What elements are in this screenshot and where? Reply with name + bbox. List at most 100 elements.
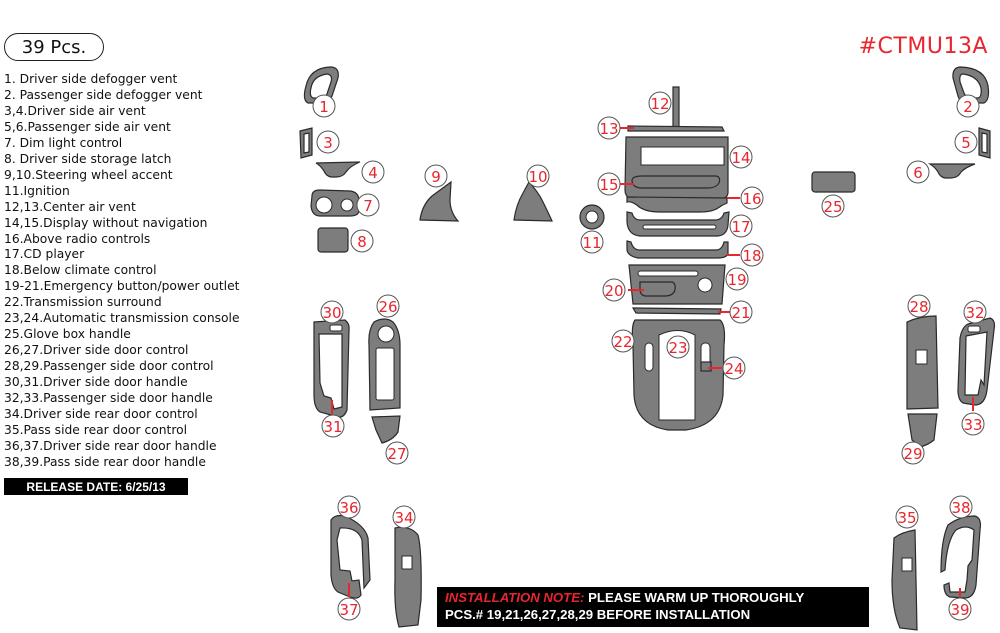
callout-number: 14 (731, 149, 750, 167)
callout-number: 33 (963, 416, 982, 434)
legend-item: 30,31.Driver side door handle (4, 375, 188, 390)
callout-circle (597, 116, 621, 140)
callout-32: 32 (963, 300, 987, 324)
callout-20: 20 (602, 278, 626, 302)
callout-circle (321, 414, 345, 438)
callout-number: 15 (599, 176, 618, 194)
callout-number: 1 (319, 98, 329, 116)
callout-circle (821, 194, 845, 218)
callout-4: 4 (361, 160, 385, 184)
callout-number: 9 (431, 168, 441, 186)
callout-circle (729, 145, 753, 169)
callout-21: 21 (729, 300, 753, 324)
callout-28: 28 (907, 294, 931, 318)
installation-note-label: INSTALLATION NOTE: (445, 590, 585, 605)
callout-number: 13 (599, 120, 618, 138)
callout-11: 11 (580, 230, 604, 254)
callout-circle (956, 94, 980, 118)
callout-6: 6 (906, 160, 930, 184)
part-21-shape (631, 307, 722, 315)
callout-number: 38 (951, 499, 970, 517)
callout-circle (907, 294, 931, 318)
part-8-shape (317, 227, 349, 253)
part-22-slot-left (644, 342, 654, 372)
legend-item: 3,4.Driver side air vent (4, 103, 146, 118)
callout-circle (740, 243, 764, 267)
callout-30: 30 (320, 300, 344, 324)
callout-circle (729, 300, 753, 324)
part-19-outlet (697, 277, 713, 293)
callout-circle (350, 229, 374, 253)
callout-number: 31 (323, 418, 342, 436)
callout-circle (597, 172, 621, 196)
part-26-window (375, 347, 395, 401)
callout-35: 35 (895, 505, 919, 529)
callout-7: 7 (356, 193, 380, 217)
part-35-window (901, 557, 913, 572)
part-19-slot (637, 270, 699, 277)
callout-12: 12 (648, 91, 672, 115)
callout-number: 29 (903, 445, 922, 463)
callout-33: 33 (961, 412, 985, 436)
callout-number: 28 (909, 298, 928, 316)
callout-26: 26 (376, 294, 400, 318)
callout-36: 36 (337, 495, 361, 519)
callout-2: 2 (956, 94, 980, 118)
piece-count-badge: 39 Pcs. (4, 33, 104, 61)
callout-37: 37 (337, 597, 361, 621)
part-28-window (915, 349, 928, 365)
legend-item: 34.Driver side rear door control (4, 407, 198, 422)
callout-circle (906, 160, 930, 184)
part-25-shape (811, 171, 856, 193)
callout-number: 35 (897, 509, 916, 527)
callout-27: 27 (385, 441, 409, 465)
part-36-shape (330, 514, 371, 599)
callout-circle (725, 267, 749, 291)
callout-16: 16 (740, 186, 764, 210)
callout-31: 31 (321, 414, 345, 438)
callout-circle (424, 164, 448, 188)
callout-29: 29 (901, 441, 925, 465)
legend-item: 17.CD player (4, 247, 85, 262)
legend-item: 28,29.Passenger side door control (4, 359, 214, 374)
callout-22: 22 (611, 329, 635, 353)
part-17-shape (626, 211, 730, 237)
part-7-hole-a (315, 196, 333, 214)
part-32-hole (967, 325, 981, 333)
legend-item: 35.Pass side rear door control (4, 422, 188, 437)
part-4-shape (315, 161, 361, 178)
part-27-shape (371, 415, 401, 444)
callout-circle (948, 597, 972, 621)
callout-circle (602, 278, 626, 302)
legend-item: 12,13.Center air vent (4, 199, 136, 214)
part-15-shape (631, 175, 721, 189)
callout-circle (526, 164, 550, 188)
legend-item: 32,33.Passenger side door handle (4, 391, 213, 406)
callout-34: 34 (392, 505, 416, 529)
callout-23: 23 (666, 335, 690, 359)
part-13-shape (627, 125, 725, 132)
part-32-shape (957, 317, 996, 406)
callout-number: 2 (963, 98, 973, 116)
callout-number: 39 (950, 601, 969, 619)
callout-number: 22 (613, 333, 632, 351)
callout-24: 24 (722, 356, 746, 380)
callout-10: 10 (526, 164, 550, 188)
callout-number: 16 (742, 190, 761, 208)
part-30-hole (329, 324, 343, 332)
callout-3: 3 (316, 130, 340, 154)
part-5-shape (978, 127, 991, 159)
callout-circle (580, 230, 604, 254)
callout-13: 13 (597, 116, 621, 140)
callout-number: 30 (322, 304, 341, 322)
part-1-shape (303, 66, 339, 104)
callout-circle (361, 160, 385, 184)
part-24-shape (700, 361, 712, 372)
callout-circle (895, 505, 919, 529)
part-9-shape (419, 180, 460, 222)
part-7-hole-b (340, 198, 354, 212)
part-6-shape (927, 163, 976, 179)
legend-item: 1. Driver side defogger vent (4, 72, 178, 86)
callout-circle (356, 193, 380, 217)
